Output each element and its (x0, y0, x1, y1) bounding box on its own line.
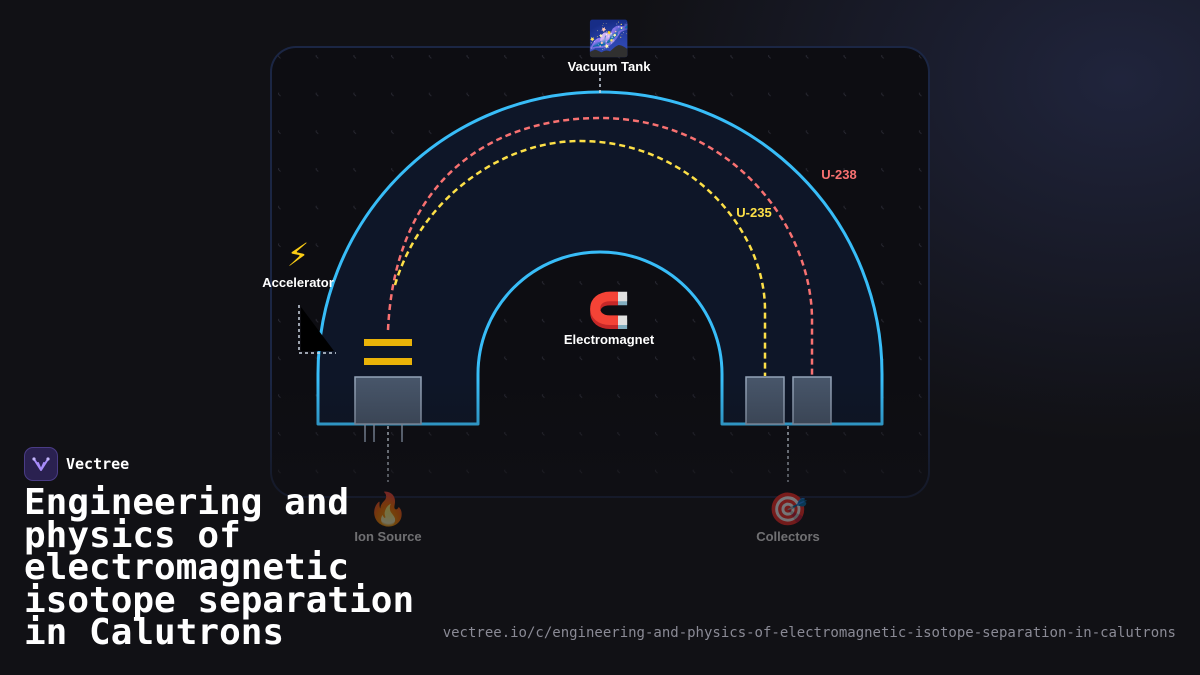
lightning-icon: ⚡ (287, 236, 309, 274)
u238-label: U-238 (821, 167, 856, 182)
u238-ion-path (386, 116, 814, 376)
vectree-logo-icon (24, 447, 58, 481)
u235-label: U-235 (736, 205, 771, 220)
brand-name: Vectree (66, 455, 130, 473)
target-icon: 🎯 (768, 490, 808, 528)
page-title: Engineering and physics of electromagnet… (24, 482, 415, 653)
collector-block-u238 (792, 376, 832, 425)
page-url: vectree.io/c/engineering-and-physics-of-… (442, 625, 1176, 641)
accelerator-label: Accelerator (262, 275, 334, 290)
vacuum-tank-label: Vacuum Tank (568, 59, 652, 74)
collectors-label: Collectors (756, 529, 820, 544)
brand: Vectree (24, 447, 129, 481)
magnet-icon: 🧲 (588, 291, 630, 331)
accelerator-electrode (364, 358, 412, 365)
vacuum-chamber (316, 90, 884, 426)
collector-block-u235 (745, 376, 785, 425)
u235-ion-path (393, 139, 767, 376)
tree-logo-icon (32, 457, 50, 471)
ion-source-block (354, 376, 422, 425)
electromagnet-label: Electromagnet (564, 332, 655, 347)
accelerator-leader (298, 305, 336, 354)
accelerator-electrode (364, 339, 412, 346)
galaxy-icon: 🌌 (588, 19, 630, 59)
accelerator-pointer (301, 307, 334, 351)
